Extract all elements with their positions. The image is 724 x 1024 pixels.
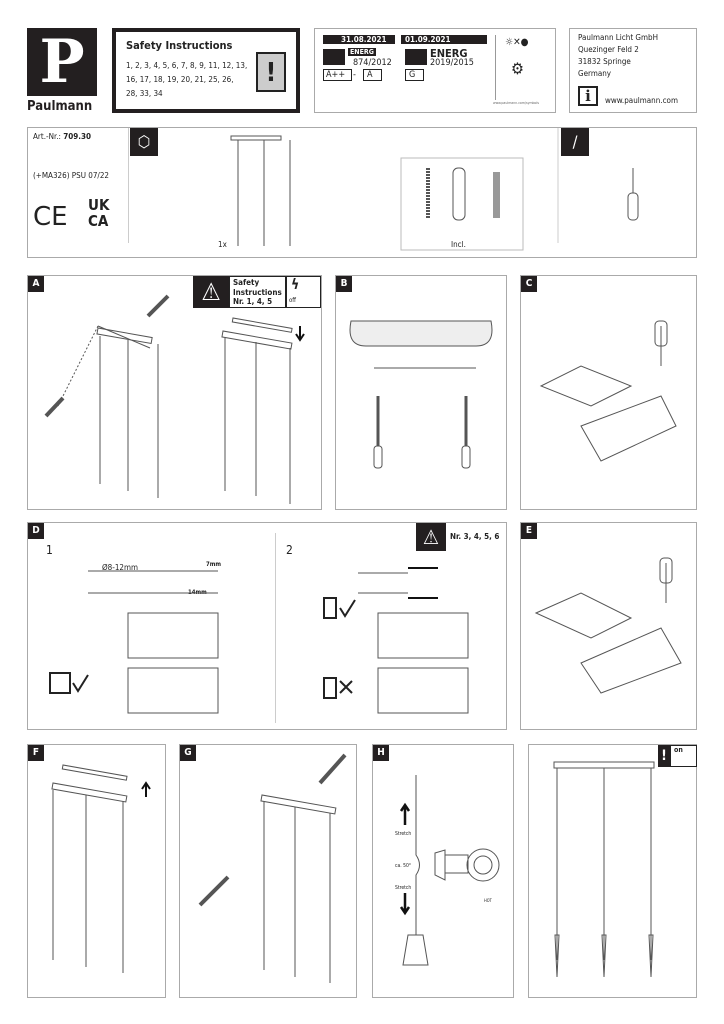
symbol-icons: ☼✕● <box>505 37 529 48</box>
step-label: D <box>28 523 44 539</box>
step-b-panel: B <box>335 275 507 510</box>
energy-reg-new: 2019/2015 <box>430 58 474 68</box>
divider <box>275 533 276 723</box>
strip-length-short: 7mm <box>206 561 222 568</box>
safety-ref-title: Instructions <box>233 287 282 297</box>
website-link[interactable]: www.paulmann.com <box>605 96 678 105</box>
warning-triangle-icon: ⚠ <box>416 523 446 551</box>
included-label: Incl. <box>451 240 466 249</box>
step-e-panel: E <box>520 522 697 730</box>
energy-class: A <box>363 69 382 81</box>
warning-triangle-icon: ⚠ <box>193 276 229 308</box>
cable-diameter-label: Ø8-12mm <box>102 563 139 572</box>
article-value: 709.30 <box>63 132 91 141</box>
step-g-panel: G <box>179 744 357 998</box>
quantity-label: 1x <box>218 240 227 249</box>
energy-class-sep: - <box>353 70 356 80</box>
safety-ref-title: Safety <box>233 278 260 287</box>
document-warning-icon: ! <box>256 52 286 92</box>
hot-label: HOT <box>484 898 492 903</box>
off-label: off <box>289 297 297 304</box>
safety-numbers: 16, 17, 18, 19, 20, 21, 25, 26, <box>126 75 234 84</box>
safety-ref-numbers: Nr. 3, 4, 5, 6 <box>450 532 500 541</box>
step-label: E <box>521 523 537 539</box>
step-label: H <box>373 745 389 761</box>
ce-mark: CE <box>33 202 68 232</box>
paulmann-logo: P <box>27 28 97 96</box>
energy-label-box: 31.08.2021 01.09.2021 ENERG 874/2012 ENE… <box>314 28 556 113</box>
symbols-url[interactable]: www.paulmann.com/symbols <box>493 101 539 105</box>
step-label: C <box>521 276 537 292</box>
article-label: Art.-Nr.: <box>33 132 61 141</box>
stretch-label: Stretch <box>395 831 412 837</box>
switch-on-icon: on <box>670 745 697 767</box>
product-contents-panel: Art.-Nr.: 709.30 (+MA326) PSU 07/22 CE U… <box>27 127 697 258</box>
divider <box>128 128 129 243</box>
attention-icon: ! <box>658 745 670 767</box>
company-name: Paulmann Licht GmbH <box>578 33 658 42</box>
product-illustrations <box>230 128 639 251</box>
step-h-panel: H Stretch ca. 50° Stretch HOT <box>372 744 514 998</box>
energy-class: G <box>405 69 425 81</box>
address-line: Germany <box>578 69 612 78</box>
safety-numbers: 1, 2, 3, 4, 5, 6, 7, 8, 9, 11, 12, 13, <box>126 61 248 70</box>
brand-name: Paulmann <box>27 99 93 114</box>
step-label: G <box>180 745 196 761</box>
angle-label: ca. 50° <box>395 863 412 869</box>
screwdriver-tool-icon: / <box>561 128 589 156</box>
step-label: B <box>336 276 352 292</box>
ukca-mark: CA <box>88 212 109 230</box>
safety-numbers: 28, 33, 34 <box>126 89 163 98</box>
substep-number: 1 <box>46 543 53 557</box>
energy-label-new: ENERG <box>430 47 468 60</box>
package-icon: ⬡ <box>130 128 158 156</box>
safety-title: Safety Instructions <box>126 39 233 52</box>
step-label: F <box>28 745 44 761</box>
safety-ref-numbers: Nr. 1, 4, 5 <box>233 297 273 306</box>
substep-number: 2 <box>286 543 293 557</box>
step-d-panel: D 1 2 Ø8-12mm 7mm 14mm ⚠ Nr. 3, 4, 5, 6 <box>27 522 507 730</box>
energy-class: A++ <box>323 69 353 81</box>
step-c-panel: C <box>520 275 697 510</box>
step-final-panel: ! on <box>528 744 697 998</box>
step-f-panel: F <box>27 744 166 998</box>
info-icon: i <box>578 86 598 106</box>
on-label: on <box>674 746 683 754</box>
address-line: Quezinger Feld 2 <box>578 45 639 54</box>
safety-reference: Safety Instructions Nr. 1, 4, 5 <box>229 276 286 308</box>
eu-flag-icon <box>405 49 427 65</box>
safety-instructions-box: Safety Instructions 1, 2, 3, 4, 5, 6, 7,… <box>112 28 300 113</box>
stretch-label: Stretch <box>395 885 412 891</box>
variant-code: (+MA326) PSU 07/22 <box>33 171 110 180</box>
eu-flag-icon <box>323 49 345 65</box>
energy-date-old: 31.08.2021 <box>323 35 395 44</box>
step-label: A <box>28 276 44 292</box>
divider <box>495 35 496 100</box>
address-box: Paulmann Licht GmbH Quezinger Feld 2 318… <box>569 28 697 113</box>
energy-reg-old: 874/2012 <box>353 58 392 68</box>
article-number: Art.-Nr.: 709.30 <box>33 132 91 141</box>
address-line: 31832 Springe <box>578 57 631 66</box>
energy-label-old: ENERG <box>348 48 376 56</box>
energy-date-new: 01.09.2021 <box>401 35 487 44</box>
ukca-mark: UK <box>88 196 110 214</box>
service-icon: ⚙ <box>511 59 524 78</box>
